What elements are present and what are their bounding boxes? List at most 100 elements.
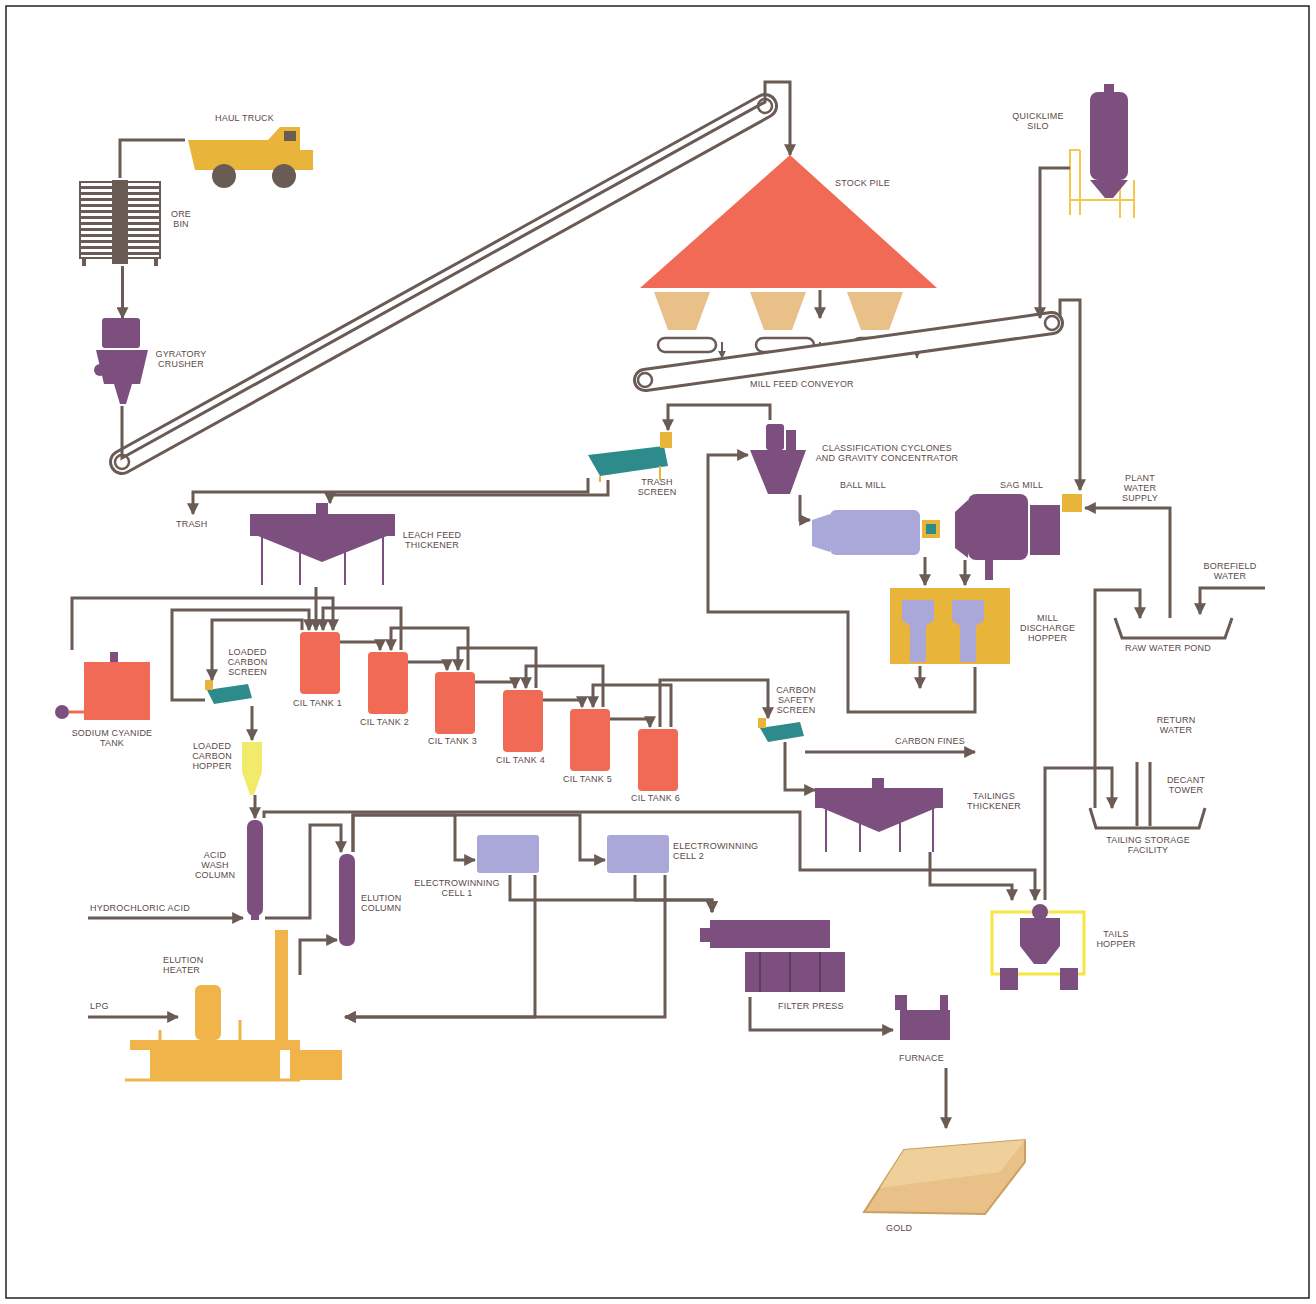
- tailing-storage-symbol: [1137, 762, 1150, 826]
- flow-connector: [121, 266, 124, 318]
- leach-thickener-symbol: [258, 536, 387, 562]
- flow-connector: [475, 682, 515, 688]
- flow-connector: [265, 825, 341, 918]
- layout-flow-lines: [1200, 588, 1265, 614]
- cil-tank-symbols: [368, 652, 408, 714]
- carbon-safety-screen-symbol: [760, 722, 804, 742]
- quicklime-silo-symbol: [1070, 84, 1134, 218]
- flow-connector: [1085, 508, 1170, 618]
- tailings-thickener-symbol: [815, 778, 943, 852]
- equipment-node: CIL TANK 3: [435, 670, 475, 734]
- layout-flow-lines: [805, 751, 975, 754]
- elution-heater-symbol: [125, 930, 342, 1080]
- acid-wash-column-symbol: [251, 914, 259, 920]
- gold-bar-symbol: [864, 1140, 1025, 1214]
- equipment-node: CIL TANK 2: [368, 650, 408, 714]
- equipment-label: CARBON SAFETY SCREEN: [770, 686, 822, 716]
- furnace-symbol: [895, 995, 907, 1010]
- flow-connector: [251, 706, 254, 740]
- mill-feed-conveyor-belt: [1045, 316, 1059, 330]
- equipment-node: CIL TANK 6: [638, 727, 678, 791]
- tails-hopper-symbol: [1000, 968, 1018, 990]
- elution-heater-symbol: [125, 1020, 300, 1080]
- leach-thickener-symbol: [250, 514, 395, 536]
- ore-bin-symbol: [154, 258, 158, 266]
- equipment-node: QUICKLIME SILO: [1070, 84, 1135, 220]
- furnace-symbol: [895, 995, 950, 1040]
- flow-connector: [391, 628, 468, 670]
- equipment-node: GYRATORY CRUSHER: [95, 318, 150, 406]
- haul-truck-symbol: [272, 164, 296, 188]
- equipment-label: ELECTROWINNING CELL 1: [408, 879, 506, 899]
- equipment-node: CARBON SAFETY SCREEN: [758, 718, 804, 742]
- equipment-label: ORE BIN: [166, 210, 196, 230]
- tailings-thickener-symbol: [822, 808, 936, 832]
- flow-connector: [72, 598, 333, 650]
- equipment-node: ELUTION COLUMN: [337, 852, 357, 947]
- flow-connector: [945, 1068, 948, 1128]
- mill-feed-conveyor-belt: [645, 323, 1052, 380]
- ball-mill-symbol: [830, 510, 920, 555]
- carbon-safety-screen-symbol: [758, 718, 766, 728]
- layout-flow-lines: [88, 478, 1265, 1017]
- gyratory-crusher-symbol: [114, 384, 132, 404]
- stream-label: LPG: [90, 1002, 120, 1012]
- cil-tank-symbols: [503, 690, 543, 752]
- flow-connector: [750, 997, 893, 1030]
- flow-connector: [800, 495, 810, 520]
- equipment-node: LEACH FEED THICKENER: [248, 503, 396, 587]
- ball-mill-symbol: [812, 510, 940, 555]
- equipment-label: ACID WASH COLUMN: [189, 851, 241, 881]
- cyanide-tank-symbol: [84, 662, 150, 720]
- equipment-label: CIL TANK 5: [563, 775, 623, 785]
- flow-connector: [1095, 590, 1140, 808]
- equipment-node: ELUTION HEATER: [120, 975, 345, 1087]
- layout-flow-lines: [88, 1016, 178, 1019]
- stream-label: BOREFIELD WATER: [1200, 562, 1260, 582]
- flow-connector: [458, 648, 536, 688]
- equipment-label: CIL TANK 6: [631, 794, 691, 804]
- flow-connector: [1040, 168, 1070, 318]
- equipment-label: TAILING STORAGE FACILITY: [1098, 836, 1198, 856]
- cil-tank-symbols: [300, 632, 340, 694]
- equipment-label: ELUTION HEATER: [163, 956, 243, 976]
- flow-connector: [526, 666, 603, 707]
- flow-connector: [172, 610, 309, 700]
- equipment-node: ACID WASH COLUMN: [245, 818, 265, 918]
- equipment-label: FURNACE: [899, 1054, 949, 1064]
- tailings-thickener-symbol: [872, 778, 884, 788]
- mill-discharge-hopper-symbol: [919, 666, 922, 688]
- equipment-label: GYRATORY CRUSHER: [150, 350, 212, 370]
- equipment-label: FILTER PRESS: [778, 1002, 848, 1012]
- ore-bin-symbol: [80, 180, 160, 266]
- equipment-label: LOADED CARBON SCREEN: [220, 648, 275, 678]
- equipment-label: SAG MILL: [1000, 481, 1060, 491]
- equipment-label: RAW WATER POND: [1125, 644, 1225, 654]
- equipment-node: ORE BIN: [78, 178, 163, 266]
- frame: [6, 6, 1309, 1298]
- loaded-carbon-screen-symbol: [207, 684, 252, 704]
- cyclone-symbol: [786, 430, 796, 450]
- equipment-node: STOCK PILE: [640, 155, 937, 290]
- haul-truck-symbol: [188, 127, 313, 188]
- elution-heater-symbol: [290, 1050, 342, 1080]
- tails-hopper-symbol: [1020, 918, 1060, 964]
- equipment-label: MILL FEED CONVEYOR: [750, 380, 870, 390]
- equipment-label: GOLD: [886, 1224, 926, 1234]
- flow-connector: [708, 455, 975, 712]
- quicklime-silo-symbol: [1090, 92, 1128, 180]
- cil-tank-symbols: [300, 632, 678, 791]
- filter-press-symbol: [760, 952, 820, 992]
- gold-bar-symbol: [880, 1140, 1025, 1188]
- equipment-label: ELUTION COLUMN: [361, 894, 413, 914]
- equipment-label: QUICKLIME SILO: [1008, 112, 1068, 132]
- loaded-carbon-hopper-symbol: [242, 742, 262, 795]
- mill-discharge-hopper-symbol: [890, 588, 1010, 664]
- cyclone-symbol: [766, 424, 784, 450]
- filter-press-symbol: [700, 928, 710, 942]
- equipment-node: LOADED CARBON SCREEN: [205, 680, 253, 706]
- leach-thickener-symbol: [262, 536, 383, 585]
- flow-connector: [315, 587, 318, 630]
- stockpile-symbol: [654, 292, 710, 330]
